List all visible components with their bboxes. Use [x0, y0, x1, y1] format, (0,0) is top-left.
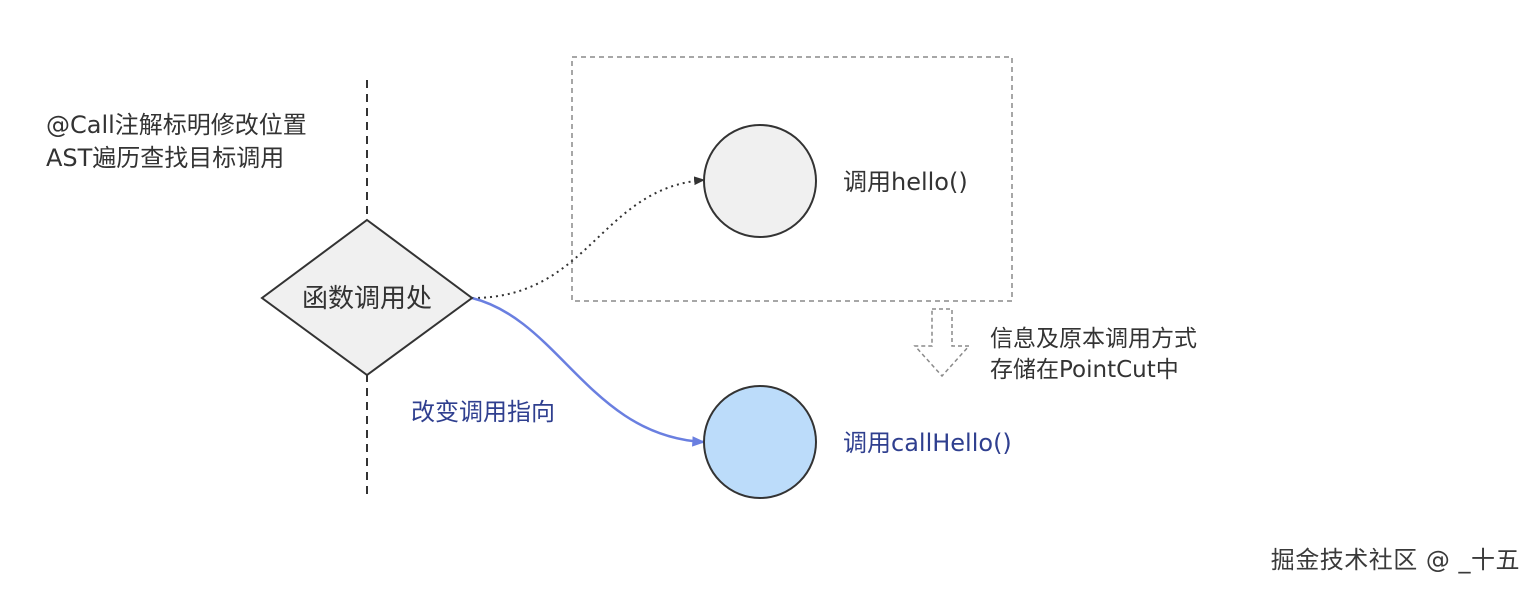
original-call-label: 调用hello() — [843, 168, 968, 196]
decision-diamond[interactable] — [260, 218, 474, 377]
hollow-down-arrow-icon — [913, 308, 971, 378]
store-note-line-2: 存储在PointCut中 — [990, 357, 1179, 383]
annotation-line-1: @Call注解标明修改位置 — [46, 111, 307, 139]
watermark: 掘金技术社区 @ _十五 — [1270, 546, 1520, 574]
new-call-label: 调用callHello() — [843, 429, 1012, 457]
new-call-circle[interactable] — [703, 385, 817, 499]
redirect-edge-line — [471, 296, 706, 447]
annotation-line-2: AST遍历查找目标调用 — [46, 144, 284, 172]
decision-label: 函数调用处 — [302, 284, 432, 314]
redirect-edge-label: 改变调用指向 — [411, 398, 555, 426]
dotted-edge-to-original-call — [471, 176, 706, 299]
original-call-container — [571, 56, 1013, 302]
store-note-line-1: 信息及原本调用方式 — [990, 326, 1197, 352]
original-call-circle[interactable] — [703, 124, 817, 238]
